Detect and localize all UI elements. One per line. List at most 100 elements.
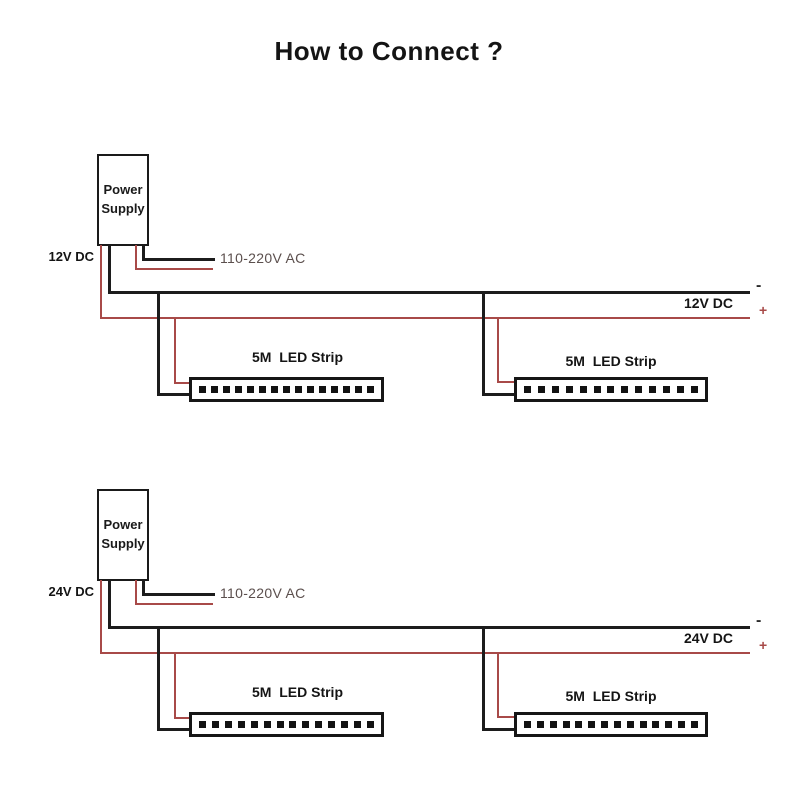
strip1-positive-drop-wire xyxy=(174,317,176,384)
led-chip xyxy=(579,386,587,393)
led-chip xyxy=(676,386,684,393)
negative-sign: - xyxy=(756,277,762,294)
led-chip xyxy=(536,721,544,728)
led-chip xyxy=(343,386,350,393)
ac-black-wire-horizontal xyxy=(142,593,215,596)
page-title: How to Connect ? xyxy=(274,36,504,66)
led-strip-label: 5M LED Strip xyxy=(565,353,657,369)
led-chip xyxy=(341,721,349,728)
ac-black-wire-vertical xyxy=(142,245,145,261)
strip1-negative-drop-wire xyxy=(157,626,160,731)
led-chip xyxy=(319,386,326,393)
circuit-12v: Power Supply 12V DC 110-220V AC - 12V DC… xyxy=(0,150,800,412)
strip2-positive-drop-wire xyxy=(497,652,499,718)
circuit-24v: Power Supply 24V DC 110-220V AC - 24V DC… xyxy=(0,485,800,747)
led-chip xyxy=(271,386,278,393)
led-chip xyxy=(524,386,531,393)
led-chip xyxy=(690,386,698,393)
ac-red-wire-horizontal xyxy=(135,603,213,605)
psu-negative-output-wire xyxy=(108,580,111,629)
ac-input-label: 110-220V AC xyxy=(220,585,306,601)
psu-positive-output-wire xyxy=(100,245,102,319)
led-chip xyxy=(259,386,266,393)
led-chip xyxy=(593,386,601,393)
led-strip-label: 5M LED Strip xyxy=(565,688,657,704)
strip1-negative-lead-wire xyxy=(157,728,192,731)
ac-black-wire-vertical xyxy=(142,580,145,596)
led-chip xyxy=(355,386,362,393)
led-chip xyxy=(224,721,232,728)
strip2-positive-drop-wire xyxy=(497,317,499,383)
led-chip xyxy=(247,386,254,393)
positive-bus-wire xyxy=(100,652,750,654)
led-chip xyxy=(211,721,219,728)
psu-positive-output-wire xyxy=(100,580,102,654)
led-chip xyxy=(302,721,310,728)
led-chip xyxy=(223,386,230,393)
strip1-negative-lead-wire xyxy=(157,393,192,396)
strip2-negative-drop-wire xyxy=(482,626,485,731)
positive-sign: + xyxy=(759,637,768,653)
strip2-negative-lead-wire xyxy=(482,393,517,396)
led-chip xyxy=(639,721,647,728)
strip2-positive-lead-wire xyxy=(497,716,516,718)
led-chip xyxy=(635,386,643,393)
power-supply-label: Power Supply xyxy=(101,182,145,216)
led-chip xyxy=(199,721,206,728)
dc-output-label: 24V DC xyxy=(48,584,94,599)
led-chip xyxy=(621,386,629,393)
negative-bus-wire xyxy=(108,626,750,629)
led-chip xyxy=(295,386,302,393)
strip2-negative-drop-wire xyxy=(482,291,485,396)
strip2-negative-lead-wire xyxy=(482,728,517,731)
positive-bus-wire xyxy=(100,317,750,319)
psu-negative-output-wire xyxy=(108,245,111,294)
led-strip xyxy=(189,712,384,737)
strip1-negative-drop-wire xyxy=(157,291,160,396)
led-chip xyxy=(283,386,290,393)
positive-sign: + xyxy=(759,302,768,318)
led-chip xyxy=(549,721,557,728)
negative-bus-wire xyxy=(108,291,750,294)
led-chip xyxy=(551,386,559,393)
led-chip xyxy=(652,721,660,728)
led-chip xyxy=(199,386,206,393)
led-chip xyxy=(367,386,374,393)
led-chip xyxy=(211,386,218,393)
led-strip-label: 5M LED Strip xyxy=(251,684,343,700)
led-strip xyxy=(514,712,708,737)
led-chip xyxy=(250,721,258,728)
led-chip xyxy=(354,721,362,728)
ac-black-wire-horizontal xyxy=(142,258,215,261)
led-chip xyxy=(565,386,573,393)
led-chip xyxy=(678,721,686,728)
led-chip xyxy=(276,721,284,728)
led-chip xyxy=(663,386,671,393)
led-strip-label: 5M LED Strip xyxy=(251,349,343,365)
led-chip xyxy=(613,721,621,728)
led-chip xyxy=(235,386,242,393)
led-strip xyxy=(514,377,708,402)
led-chip xyxy=(315,721,323,728)
led-chip xyxy=(537,386,545,393)
led-chip xyxy=(626,721,634,728)
led-chip xyxy=(331,386,338,393)
ac-input-label: 110-220V AC xyxy=(220,250,306,266)
led-chip xyxy=(307,386,314,393)
negative-sign: - xyxy=(756,612,762,629)
strip1-positive-lead-wire xyxy=(174,717,192,719)
led-chip xyxy=(588,721,596,728)
bus-voltage-label: 24V DC xyxy=(683,630,733,646)
strip1-positive-lead-wire xyxy=(174,382,192,384)
ac-red-wire-vertical xyxy=(135,245,137,270)
bus-voltage-label: 12V DC xyxy=(683,295,733,311)
strip2-positive-lead-wire xyxy=(497,381,516,383)
led-chip xyxy=(524,721,531,728)
power-supply-box: Power Supply xyxy=(97,154,149,246)
power-supply-box: Power Supply xyxy=(97,489,149,581)
dc-output-label: 12V DC xyxy=(48,249,94,264)
led-chip xyxy=(649,386,657,393)
led-chip xyxy=(575,721,583,728)
led-chip xyxy=(607,386,615,393)
